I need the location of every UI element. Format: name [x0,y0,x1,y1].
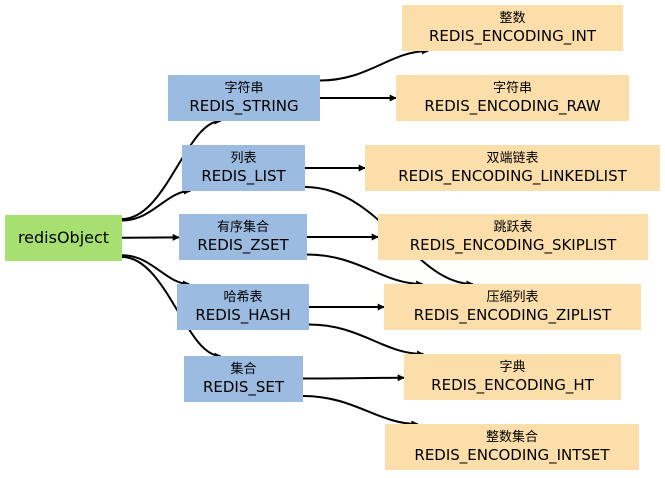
node-label-en: REDIS_ENCODING_RAW [424,96,601,115]
edge-string-to-int [319,47,429,82]
node-redis-encoding-ziplist: 压缩列表 REDIS_ENCODING_ZIPLIST [384,284,641,330]
node-label-zh: 字典 [499,360,526,376]
edge-root-to-set [121,256,222,360]
node-label-zh: 压缩列表 [486,290,539,306]
node-label-en: REDIS_SET [202,377,285,396]
node-label-zh: 整数集合 [485,430,538,446]
node-label-zh: 双端链表 [486,151,539,167]
node-redis-set: 集合 REDIS_SET [184,356,303,402]
node-redis-encoding-raw: 字符串 REDIS_ENCODING_RAW [396,75,629,121]
node-label-en: REDIS_ENCODING_SKIPLIST [409,235,617,254]
edge-root-to-hash [121,254,190,288]
node-label-en: REDIS_ENCODING_LINKEDLIST [398,166,627,185]
node-label-zh: 跳跃表 [493,220,533,236]
node-label-en: REDIS_ENCODING_ZIPLIST [413,305,612,324]
node-label-en: REDIS_ENCODING_HT [431,375,594,394]
edge-zset-to-ziplist [306,253,424,288]
node-redisobject: redisObject [5,215,122,261]
node-label-en: REDIS_ENCODING_INTSET [414,445,610,464]
edge-root-to-string [121,117,222,220]
edge-set-to-ht [302,374,405,382]
node-label-zh: 整数 [499,11,526,27]
edge-set-to-intset [302,395,419,428]
node-label-zh: 字符串 [492,81,532,97]
edge-root-to-list [121,187,191,222]
node-redis-encoding-int: 整数 REDIS_ENCODING_INT [402,5,623,51]
node-label-en: REDIS_HASH [195,305,291,324]
node-label-en: REDIS_ZSET [197,235,289,254]
node-label-en: REDIS_STRING [189,96,299,115]
node-redis-string: 字符串 REDIS_STRING [168,75,320,121]
node-label-zh: 哈希表 [223,290,263,306]
node-label-zh: 集合 [230,362,257,378]
node-redis-encoding-intset: 整数集合 REDIS_ENCODING_INTSET [385,424,639,470]
node-redis-encoding-linkedlist: 双端链表 REDIS_ENCODING_LINKEDLIST [365,145,660,191]
edge-hash-to-ht [308,323,425,358]
node-label-en: REDIS_LIST [201,166,286,185]
node-label-zh: 有序集合 [216,220,269,236]
node-redis-encoding-ht: 字典 REDIS_ENCODING_HT [404,354,621,400]
node-redis-encoding-skiplist: 跳跃表 REDIS_ENCODING_SKIPLIST [378,214,648,260]
node-label: redisObject [17,228,110,248]
node-redis-list: 列表 REDIS_LIST [182,145,305,191]
node-label-zh: 列表 [230,151,257,167]
node-redis-zset: 有序集合 REDIS_ZSET [179,214,307,260]
node-label-en: REDIS_ENCODING_INT [429,26,596,45]
node-label-zh: 字符串 [224,81,264,97]
node-redis-hash: 哈希表 REDIS_HASH [177,284,309,330]
